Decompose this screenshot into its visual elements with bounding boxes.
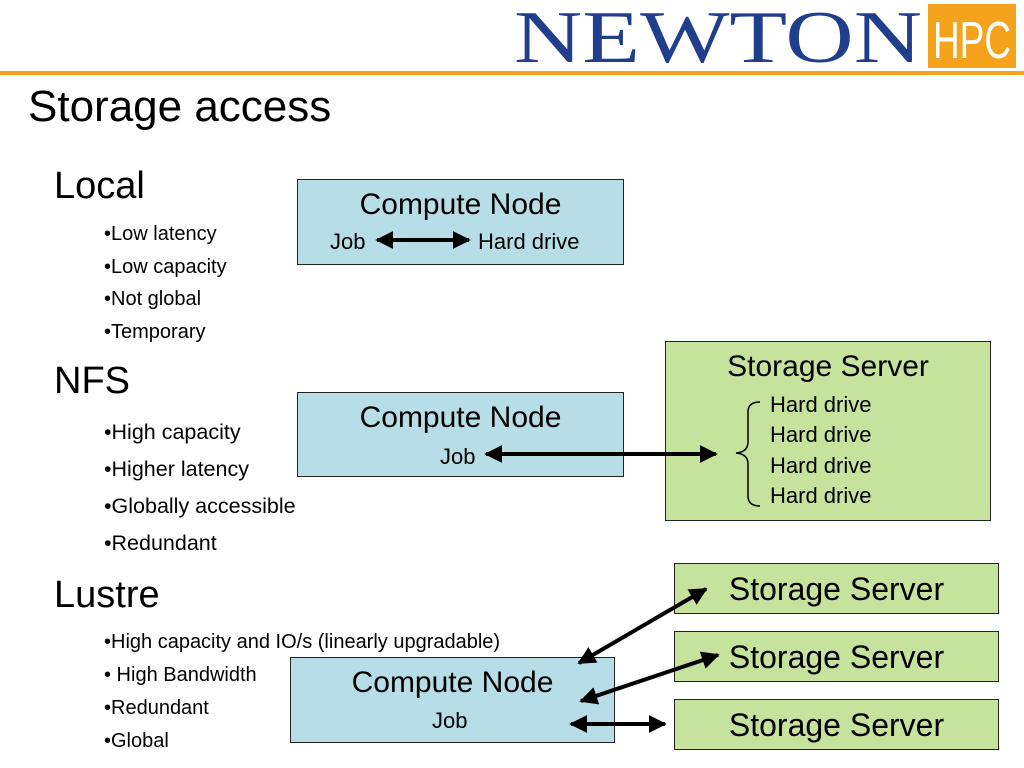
local-heading: Local (54, 165, 145, 207)
page-title: Storage access (28, 82, 332, 131)
job-label: Job (440, 444, 476, 469)
lustre-storage-server: Storage Server (674, 563, 999, 614)
bullet-item: •Redundant (104, 531, 217, 555)
storage-server-title: Storage Server (728, 571, 945, 607)
nfs-heading: NFS (54, 360, 130, 402)
lustre-bullets: •High capacity and IO/s (linearly upgrad… (104, 626, 500, 758)
bullet-item: •Low capacity (104, 255, 227, 278)
local-bullets: •Low latency •Low capacity •Not global •… (104, 218, 227, 348)
local-compute-node: Compute Node Job Hard drive (297, 179, 624, 265)
newton-hpc-logo: NEWTON HPC (514, 4, 1016, 68)
logo-hpc-text: HPC (933, 12, 1011, 68)
bullet-item: •Higher latency (104, 457, 249, 481)
storage-server-title: Storage Server (728, 639, 945, 675)
nfs-storage-server: Storage Server Hard drive Hard drive Har… (665, 341, 991, 521)
logo-wordmark: NEWTON (514, 4, 922, 68)
bullet-item: •Not global (104, 288, 202, 310)
nfs-drives-brace (735, 401, 761, 507)
lustre-heading: Lustre (54, 574, 160, 616)
bullet-item: •Global (104, 730, 169, 752)
storage-server-title: Storage Server (727, 350, 929, 383)
hard-drive-label: Hard drive (770, 422, 872, 447)
bullet-item: • High Bandwidth (104, 664, 257, 686)
header-rule (0, 71, 1024, 75)
bullet-item: •Temporary (104, 320, 206, 343)
lustre-arrow-server-1 (577, 587, 708, 665)
job-label: Job (432, 708, 468, 733)
job-label: Job (330, 229, 366, 254)
lustre-storage-server: Storage Server (674, 699, 999, 750)
lustre-arrow-server-2 (579, 651, 720, 705)
lustre-storage-server: Storage Server (674, 631, 999, 682)
bullet-item: •Low latency (104, 223, 217, 245)
bullet-item: •Globally accessible (104, 494, 296, 518)
storage-server-title: Storage Server (728, 707, 945, 743)
logo-hpc-badge (928, 4, 1016, 68)
bullet-item: •High capacity and IO/s (linearly upgrad… (104, 631, 501, 653)
bullet-item: •Redundant (104, 697, 209, 719)
bullet-item: •High capacity (104, 420, 241, 444)
hard-drive-label: Hard drive (770, 483, 872, 508)
nfs-compute-node: Compute Node Job (297, 392, 624, 477)
lustre-compute-node: Compute Node Job (290, 657, 615, 743)
hard-drive-label: Hard drive (770, 392, 872, 417)
compute-node-title: Compute Node (359, 188, 562, 221)
hard-drive-label: Hard drive (478, 229, 580, 254)
nfs-bullets: •High capacity •Higher latency •Globally… (104, 414, 296, 562)
compute-node-title: Compute Node (351, 666, 554, 699)
hard-drive-label: Hard drive (770, 453, 872, 478)
compute-node-title: Compute Node (359, 401, 562, 434)
